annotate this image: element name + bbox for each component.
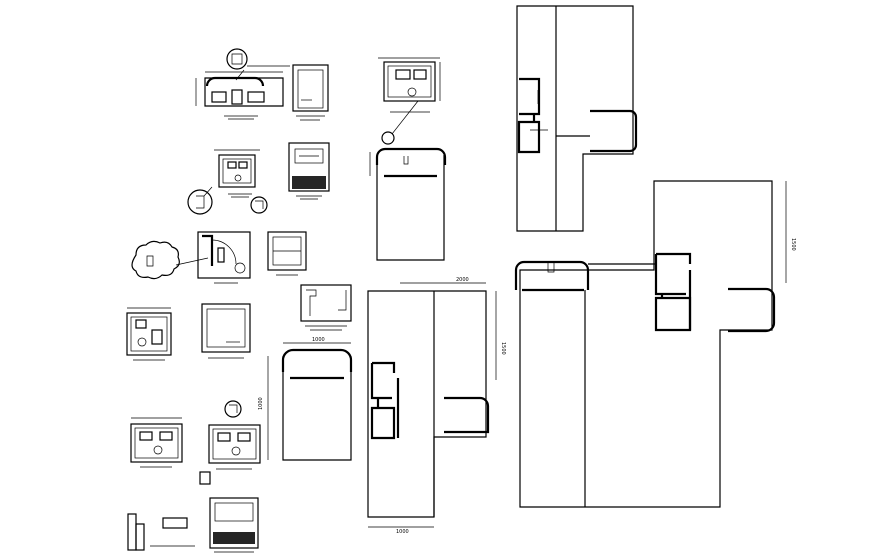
shower-plan-detail-8 [300, 284, 352, 331]
bathroom-elevation-detail-2 [292, 64, 329, 121]
bathroom-plan-detail-11 [130, 417, 183, 468]
toilet-block-plan-center: 2000 1500 1000 [367, 277, 506, 535]
bathroom-plan-detail-3 [378, 57, 441, 145]
vanity-plan-upper [369, 147, 447, 261]
svg-text:1500: 1500 [500, 342, 506, 355]
svg-text:1000: 1000 [312, 337, 325, 343]
bathroom-plan-detail-9 [126, 307, 172, 361]
toilet-block-plan-top-right [516, 5, 638, 232]
svg-text:1500: 1500 [790, 238, 796, 251]
bathroom-plan-detail-1 [195, 48, 290, 120]
bathroom-elevation-detail-10 [201, 303, 251, 359]
bathroom-plan-detail-6 [131, 231, 251, 284]
svg-text:2000: 2000 [456, 277, 469, 283]
svg-text:1000: 1000 [396, 529, 409, 535]
toilet-block-plan-bottom-right: 1500 [514, 180, 796, 508]
svg-text:1000: 1000 [258, 397, 264, 410]
bathroom-plan-detail-7 [267, 231, 307, 276]
bathroom-elevation-detail-13 [127, 497, 259, 553]
vanity-plan-lower: 1000 1000 [258, 337, 353, 461]
bathroom-plan-detail-12 [199, 400, 261, 485]
bathroom-plan-detail-4 [187, 149, 268, 215]
bathroom-elevation-detail-5 [288, 142, 330, 200]
